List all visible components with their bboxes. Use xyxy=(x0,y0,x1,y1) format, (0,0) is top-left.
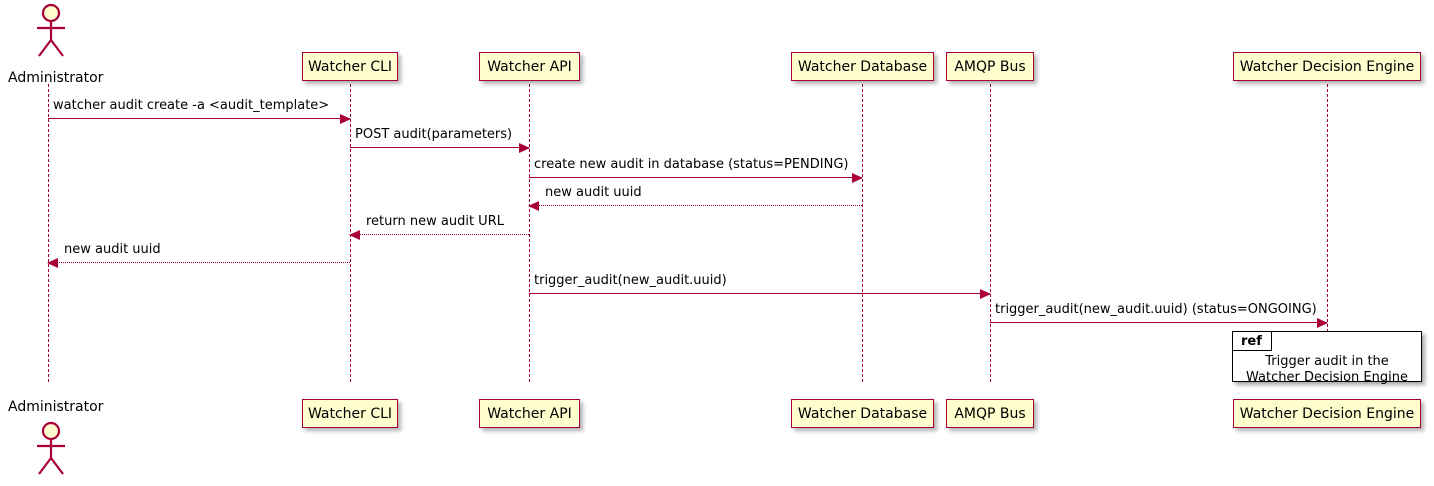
message-label: trigger_audit(new_audit.uuid) xyxy=(534,273,727,288)
participant-label: AMQP Bus xyxy=(954,58,1026,75)
ref-fragment-body: Trigger audit in the Watcher Decision En… xyxy=(1233,354,1421,386)
arrowhead-icon xyxy=(519,142,530,153)
participant-watcher-decision-engine-bottom[interactable]: Watcher Decision Engine xyxy=(1233,399,1421,428)
participant-label: Watcher API xyxy=(487,58,572,75)
arrowhead-icon xyxy=(47,257,58,268)
message-line xyxy=(48,262,350,263)
actor-figure-icon xyxy=(37,421,65,475)
message-line xyxy=(529,177,862,178)
actor-administrator-top[interactable] xyxy=(26,2,70,58)
message-label: trigger_audit(new_audit.uuid) (status=ON… xyxy=(995,302,1317,317)
lifeline-watcher-api xyxy=(529,84,530,382)
participant-label: Watcher CLI xyxy=(307,405,393,422)
participant-label: Watcher CLI xyxy=(307,58,393,75)
message-line xyxy=(48,118,350,119)
participant-watcher-database-bottom[interactable]: Watcher Database xyxy=(791,399,934,428)
arrowhead-icon xyxy=(528,200,539,211)
lifeline-amqp-bus xyxy=(990,84,991,382)
ref-fragment[interactable]: ref Trigger audit in the Watcher Decisio… xyxy=(1232,331,1422,385)
participant-watcher-cli-bottom[interactable]: Watcher CLI xyxy=(302,399,398,428)
actor-label-administrator-bottom: Administrator xyxy=(8,399,104,415)
message-label: new audit uuid xyxy=(64,242,161,257)
arrowhead-icon xyxy=(852,172,863,183)
message-label: watcher audit create -a <audit_template> xyxy=(53,98,330,113)
participant-label: AMQP Bus xyxy=(954,405,1026,422)
ref-keyword-label: ref xyxy=(1241,333,1262,349)
participant-label: Watcher Decision Engine xyxy=(1239,58,1415,75)
participant-watcher-cli-top[interactable]: Watcher CLI xyxy=(302,52,398,81)
message-label: return new audit URL xyxy=(366,214,504,229)
ref-fragment-tab: ref xyxy=(1233,332,1272,351)
message-label: POST audit(parameters) xyxy=(355,127,513,142)
lifeline-watcher-decision-engine xyxy=(1327,84,1328,382)
participant-label: Watcher Database xyxy=(797,405,928,422)
participant-amqp-bus-top[interactable]: AMQP Bus xyxy=(946,52,1034,81)
message-line xyxy=(350,234,529,235)
ref-body-line-2: Watcher Decision Engine xyxy=(1246,370,1408,385)
participant-watcher-api-bottom[interactable]: Watcher API xyxy=(479,399,580,428)
message-label: new audit uuid xyxy=(545,185,642,200)
lifeline-administrator xyxy=(48,84,49,382)
message-label: create new audit in database (status=PEN… xyxy=(534,157,849,172)
message-line xyxy=(529,293,990,294)
message-line xyxy=(529,205,862,206)
message-line xyxy=(990,322,1327,323)
actor-figure-icon xyxy=(37,3,65,57)
ref-tab-notch-icon xyxy=(1271,332,1285,351)
participant-watcher-decision-engine-top[interactable]: Watcher Decision Engine xyxy=(1233,52,1421,81)
arrowhead-icon xyxy=(980,288,991,299)
participant-amqp-bus-bottom[interactable]: AMQP Bus xyxy=(946,399,1034,428)
ref-body-line-1: Trigger audit in the xyxy=(1265,354,1389,369)
arrowhead-icon xyxy=(340,113,351,124)
actor-label-administrator-top: Administrator xyxy=(8,70,104,86)
participant-label: Watcher API xyxy=(487,405,572,422)
arrowhead-icon xyxy=(349,229,360,240)
participant-label: Watcher Database xyxy=(797,58,928,75)
arrowhead-icon xyxy=(1317,317,1328,328)
actor-administrator-bottom[interactable] xyxy=(26,420,70,476)
participant-watcher-database-top[interactable]: Watcher Database xyxy=(791,52,934,81)
lifeline-watcher-database xyxy=(862,84,863,382)
message-line xyxy=(350,147,529,148)
participant-label: Watcher Decision Engine xyxy=(1239,405,1415,422)
participant-watcher-api-top[interactable]: Watcher API xyxy=(479,52,580,81)
